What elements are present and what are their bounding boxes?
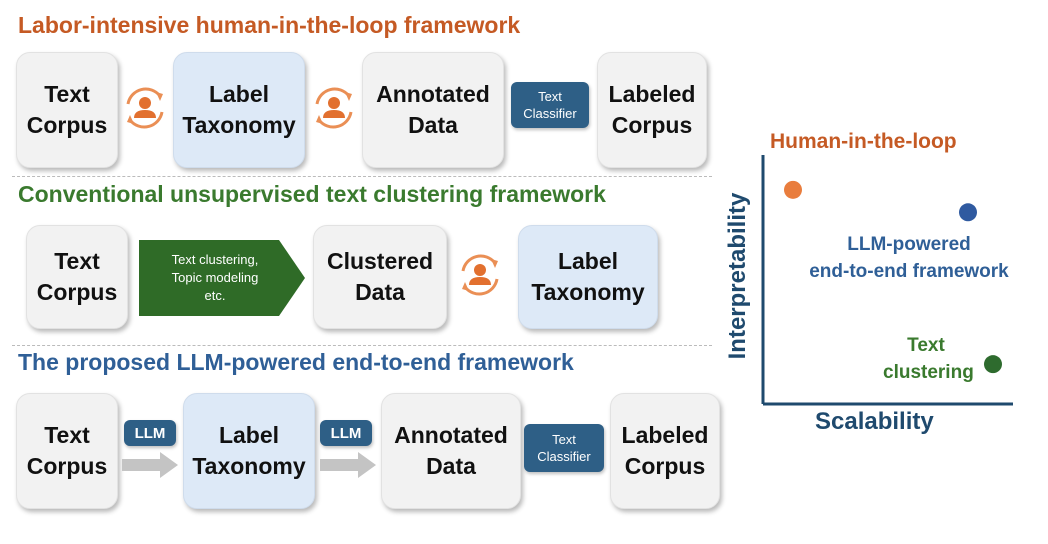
point-text-clustering	[984, 355, 1002, 374]
row3-annotated-data-line2: Data	[426, 453, 476, 479]
row3-llm-tag-text: LLM	[330, 424, 362, 442]
row3-text-classifier-line2: Classifier	[537, 449, 591, 464]
x-axis-label: Scalability	[815, 408, 934, 435]
row3-title: The proposed LLM-powered end-to-end fram…	[18, 349, 574, 375]
row1-text-classifier-line1: Text	[538, 89, 562, 104]
row3-label-taxonomy-line2: Taxonomy	[192, 453, 306, 479]
row3-llm-tag: LLM	[320, 420, 372, 446]
point-label-llm-powered: LLM-powered end-to-end framework	[788, 231, 1030, 285]
row3-labeled-corpus-line2: Corpus	[624, 453, 706, 479]
row1-labeled-corpus-line1: Labeled	[608, 81, 696, 107]
right-arrow-icon	[139, 240, 305, 316]
right-arrow-icon	[122, 452, 178, 478]
point-llm-powered	[959, 203, 977, 222]
row1-label-taxonomy-line1: Label	[208, 81, 270, 107]
row2-label-taxonomy-line2: Taxonomy	[531, 279, 645, 305]
row1-annotated-data-line2: Data	[408, 112, 458, 138]
row1-labeled-corpus-line2: Corpus	[611, 112, 693, 138]
row3-text-corpus-line1: Text	[44, 422, 90, 448]
row1-annotated-data-line1: Annotated	[376, 81, 490, 107]
row1-text-corpus-line1: Text	[44, 81, 90, 107]
row2-text-corpus-line1: Text	[54, 248, 100, 274]
row3-annotated-data-line1: Annotated	[394, 422, 508, 448]
row1-label-taxonomy-line2: Taxonomy	[182, 112, 296, 138]
row-separator	[12, 345, 712, 346]
row-separator	[12, 176, 712, 177]
row2-label-taxonomy-line1: Label	[557, 248, 619, 274]
point-label-text-clustering: Text clustering	[883, 332, 974, 386]
point-label-llm-line1: LLM-powered	[847, 234, 971, 255]
row2-method-line3: etc.	[204, 288, 226, 303]
row1-text-corpus-line2: Corpus	[26, 112, 108, 138]
human-in-loop-cycle-icon	[120, 83, 170, 133]
point-label-text-line1: Text	[907, 335, 945, 356]
row3-label-taxonomy-line1: Label	[218, 422, 280, 448]
row3-text-classifier-line1: Text	[552, 432, 576, 447]
row2-title: Conventional unsupervised text clusterin…	[18, 181, 606, 207]
human-in-loop-cycle-icon	[455, 250, 505, 300]
row3-llm-tag: LLM	[124, 420, 176, 446]
human-in-loop-cycle-icon	[309, 83, 359, 133]
point-label-human-in-the-loop: Human-in-the-loop	[770, 130, 957, 153]
row1-text-classifier-line2: Classifier	[523, 106, 577, 121]
point-human-in-the-loop	[784, 180, 802, 199]
row1-title: Labor-intensive human-in-the-loop framew…	[18, 12, 521, 38]
y-axis-label: Interpretability	[724, 192, 751, 360]
point-label-llm-line2: end-to-end framework	[809, 261, 1009, 282]
right-arrow-icon	[320, 452, 376, 478]
scatter-plot	[761, 155, 1013, 406]
point-label-text-line2: clustering	[883, 362, 974, 383]
row2-method-line2: Topic modeling	[171, 270, 259, 285]
row3-text-corpus-line2: Corpus	[26, 453, 108, 479]
row2-method-line1: Text clustering,	[171, 252, 259, 267]
row2-method-label: Text clustering, Topic modeling etc.	[150, 246, 280, 310]
row3-labeled-corpus-line1: Labeled	[621, 422, 709, 448]
row2-clustered-data-line2: Data	[355, 279, 405, 305]
row2-clustered-data-line1: Clustered	[326, 248, 434, 274]
row2-text-corpus-line2: Corpus	[36, 279, 118, 305]
row3-llm-tag-text: LLM	[134, 424, 166, 442]
